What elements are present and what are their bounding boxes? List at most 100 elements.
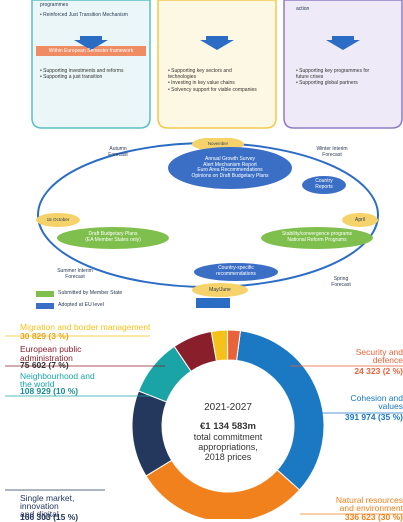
legend-swatch-submitted xyxy=(36,291,54,297)
column-2-items: • Supporting key sectors and technologie… xyxy=(168,68,257,93)
draft-plans-oval xyxy=(57,227,169,249)
admin-label-line: European public xyxy=(20,344,82,354)
donut-segment-single-market xyxy=(131,390,173,477)
legend-swatch-adopted xyxy=(36,303,54,309)
security-label-line: Security and xyxy=(355,347,403,357)
cohesion-label-title: Cohesion and values xyxy=(338,393,403,411)
budget-line-2: appropriations, xyxy=(198,442,258,452)
milestone-april xyxy=(342,213,378,227)
annual-growth-line: Euro Area Recommendations xyxy=(197,167,263,174)
single-label-line: innovation xyxy=(20,501,59,511)
november-label: November xyxy=(207,141,229,146)
column-2-item: • Investing in key value chains xyxy=(168,80,235,87)
neighbourhood-label-title: Neighbourhood and the world xyxy=(20,372,95,389)
spring-forecast-line: Forecast xyxy=(331,282,351,288)
column-1-item: • Supporting investments and reforms xyxy=(40,68,124,74)
budget-line-3: 2018 prices xyxy=(204,452,252,462)
annual-growth-oval xyxy=(168,147,292,189)
budget-donut xyxy=(131,329,325,519)
top-columns-graphic xyxy=(31,0,403,129)
may-june-label: May/June xyxy=(209,287,231,293)
stability-line: Stability/convergence programs xyxy=(281,231,353,237)
draft-plans-text: Draft Budgetary Plans (EA Member States … xyxy=(62,231,164,243)
arrow-down-icon xyxy=(74,36,108,50)
annual-growth-line: Alert Mechanism Report xyxy=(203,161,257,168)
column-3-top-text: action xyxy=(296,6,309,12)
cohesion-label-line: Cohesion and xyxy=(350,393,403,403)
stability-text: Stability/convergence programs National … xyxy=(264,231,370,243)
column-3-top-line: action xyxy=(296,6,310,12)
security-label-title: Security and defence xyxy=(338,347,403,365)
migration-label-title: Migration and border management xyxy=(20,322,151,332)
column-3-items: • Supporting key programmes for future c… xyxy=(296,68,369,87)
country-reports-text: Country Reports xyxy=(304,178,344,190)
october-label: 15 October xyxy=(46,217,70,222)
neighbourhood-label-line: the world xyxy=(20,379,55,389)
annual-growth-text: Annual Growth Survey Alert Mechanism Rep… xyxy=(172,156,288,179)
single-label-line: Single market, xyxy=(20,493,75,503)
single-label-value: 166 303 (15 %) xyxy=(20,512,79,522)
security-label-value: 24 323 (2 %) xyxy=(354,366,403,376)
natural-label-title: Natural resources and environment xyxy=(316,495,403,513)
stability-line: National Reform Programs xyxy=(287,236,347,243)
column-2-item: technologies xyxy=(168,74,197,81)
column-3-item: • Supporting global partners xyxy=(296,80,358,87)
csr-line: Country-specific xyxy=(218,265,254,271)
security-label-line: defence xyxy=(372,355,403,365)
winter-forecast-line: Forecast xyxy=(322,152,342,158)
draft-plans-line: Draft Budgetary Plans xyxy=(88,231,138,237)
autumn-forecast: Autumn Forecast xyxy=(98,146,138,158)
csr-line: recommendations xyxy=(216,270,256,277)
migration-label-value: 30 829 (3 %) xyxy=(20,331,69,341)
stability-oval xyxy=(261,227,373,249)
column-2-box xyxy=(157,0,277,129)
winter-forecast: Winter Interim Forecast xyxy=(306,146,358,158)
column-3-item: future crises xyxy=(296,74,324,81)
semester-cycle-graphic xyxy=(36,138,379,309)
csr-text: Country-specific recommendations xyxy=(198,265,274,277)
spring-forecast: Spring Forecast xyxy=(322,276,360,288)
arrow-down-icon xyxy=(200,36,234,50)
admin-label-value: 75 602 (7 %) xyxy=(20,360,69,370)
column-1-item: • Supporting a just transition xyxy=(40,74,103,81)
autumn-forecast-line: Forecast xyxy=(108,152,128,158)
cohesion-label-value: 391 974 (35 %) xyxy=(344,412,403,422)
budget-period: 2021-2027 xyxy=(204,402,252,413)
cycle-bottom-bar xyxy=(196,298,230,308)
column-1-header: Within European Semester framework xyxy=(48,48,134,54)
column-1-top-line: programmes xyxy=(40,2,69,8)
budget-donut-graphic xyxy=(5,329,403,519)
legend-submitted-label: Submitted by Member State xyxy=(58,290,123,296)
column-1-items: • Supporting investments and reforms • S… xyxy=(40,68,123,80)
summer-forecast-line: Summer Interim xyxy=(57,268,93,274)
country-reports-line: Reports xyxy=(315,183,333,190)
natural-label-value: 336 623 (30 %) xyxy=(344,512,403,522)
annual-growth-line: Opinions on Draft Budgetary Plans xyxy=(191,172,269,179)
single-label-line: and digital xyxy=(20,509,59,519)
legend-adopted-label: Adopted at EU level xyxy=(58,302,104,308)
column-3-item: • Supporting key programmes for xyxy=(296,68,370,74)
column-1-header-bar xyxy=(36,46,146,56)
admin-label-title: European public administration xyxy=(20,345,81,363)
column-2-item: • Solvency support for viable companies xyxy=(168,86,257,93)
annual-growth-line: Annual Growth Survey xyxy=(204,156,256,162)
cohesion-label-line: values xyxy=(378,401,403,411)
column-2-item: • Supporting key sectors and xyxy=(168,68,232,74)
donut-center: 2021-2027 €1 134 583m total commitment a… xyxy=(168,402,288,462)
column-3-box xyxy=(283,0,403,129)
country-reports-line: Country xyxy=(315,178,333,184)
column-1-box xyxy=(31,0,151,129)
single-label-title: Single market, innovation and digital xyxy=(20,493,75,519)
natural-label-line: Natural resources xyxy=(335,495,403,505)
country-reports-oval xyxy=(302,176,346,194)
april-label: April xyxy=(354,217,365,223)
budget-line-1: total commitment xyxy=(193,432,263,442)
draft-plans-line: (EA Member States only) xyxy=(85,236,141,243)
natural-label-line: and environment xyxy=(339,503,403,513)
column-1-top-text: programmes • Reinforced Just Transition … xyxy=(40,2,128,18)
csr-oval xyxy=(194,263,278,281)
winter-forecast-line: Winter Interim xyxy=(316,146,348,152)
spring-forecast-line: Spring xyxy=(333,276,349,282)
milestone-october xyxy=(36,213,80,227)
donut-segment-security xyxy=(227,329,242,362)
